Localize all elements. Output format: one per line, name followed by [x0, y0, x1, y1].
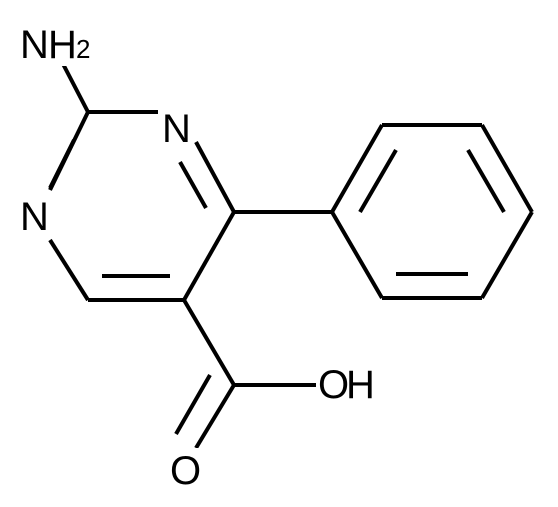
bond-c5-carboxyl — [182, 298, 236, 387]
amino-n-label: N — [20, 23, 49, 67]
bond-ph-3 — [480, 124, 534, 213]
ring-n3-label: N — [20, 195, 49, 239]
amino-subscript: 2 — [76, 34, 90, 64]
hydroxyl-o-label: O — [318, 363, 349, 407]
bond-carboxyl-o-b — [174, 374, 212, 435]
hydroxyl-h-label: H — [346, 363, 375, 407]
bond-ph-4 — [480, 210, 534, 300]
ring-n1-label: N — [162, 107, 191, 151]
bond-amino-c2 — [60, 61, 90, 113]
bond-ph-1-inner — [358, 148, 398, 214]
bond-c2-n3-b — [48, 139, 76, 189]
bond-carboxyl-o-a — [194, 383, 236, 450]
carbonyl-o-label: O — [170, 449, 201, 493]
bond-c6-n1-b — [178, 161, 208, 209]
bond-ph-3-inner — [466, 148, 506, 214]
bond-ph-1 — [330, 124, 384, 213]
bond-ph-6 — [330, 210, 384, 300]
bond-c6-n1-a — [194, 141, 236, 213]
amino-h-label: H — [48, 23, 77, 67]
bond-n3-c4 — [48, 238, 90, 302]
bond-c5-c6 — [182, 211, 236, 301]
